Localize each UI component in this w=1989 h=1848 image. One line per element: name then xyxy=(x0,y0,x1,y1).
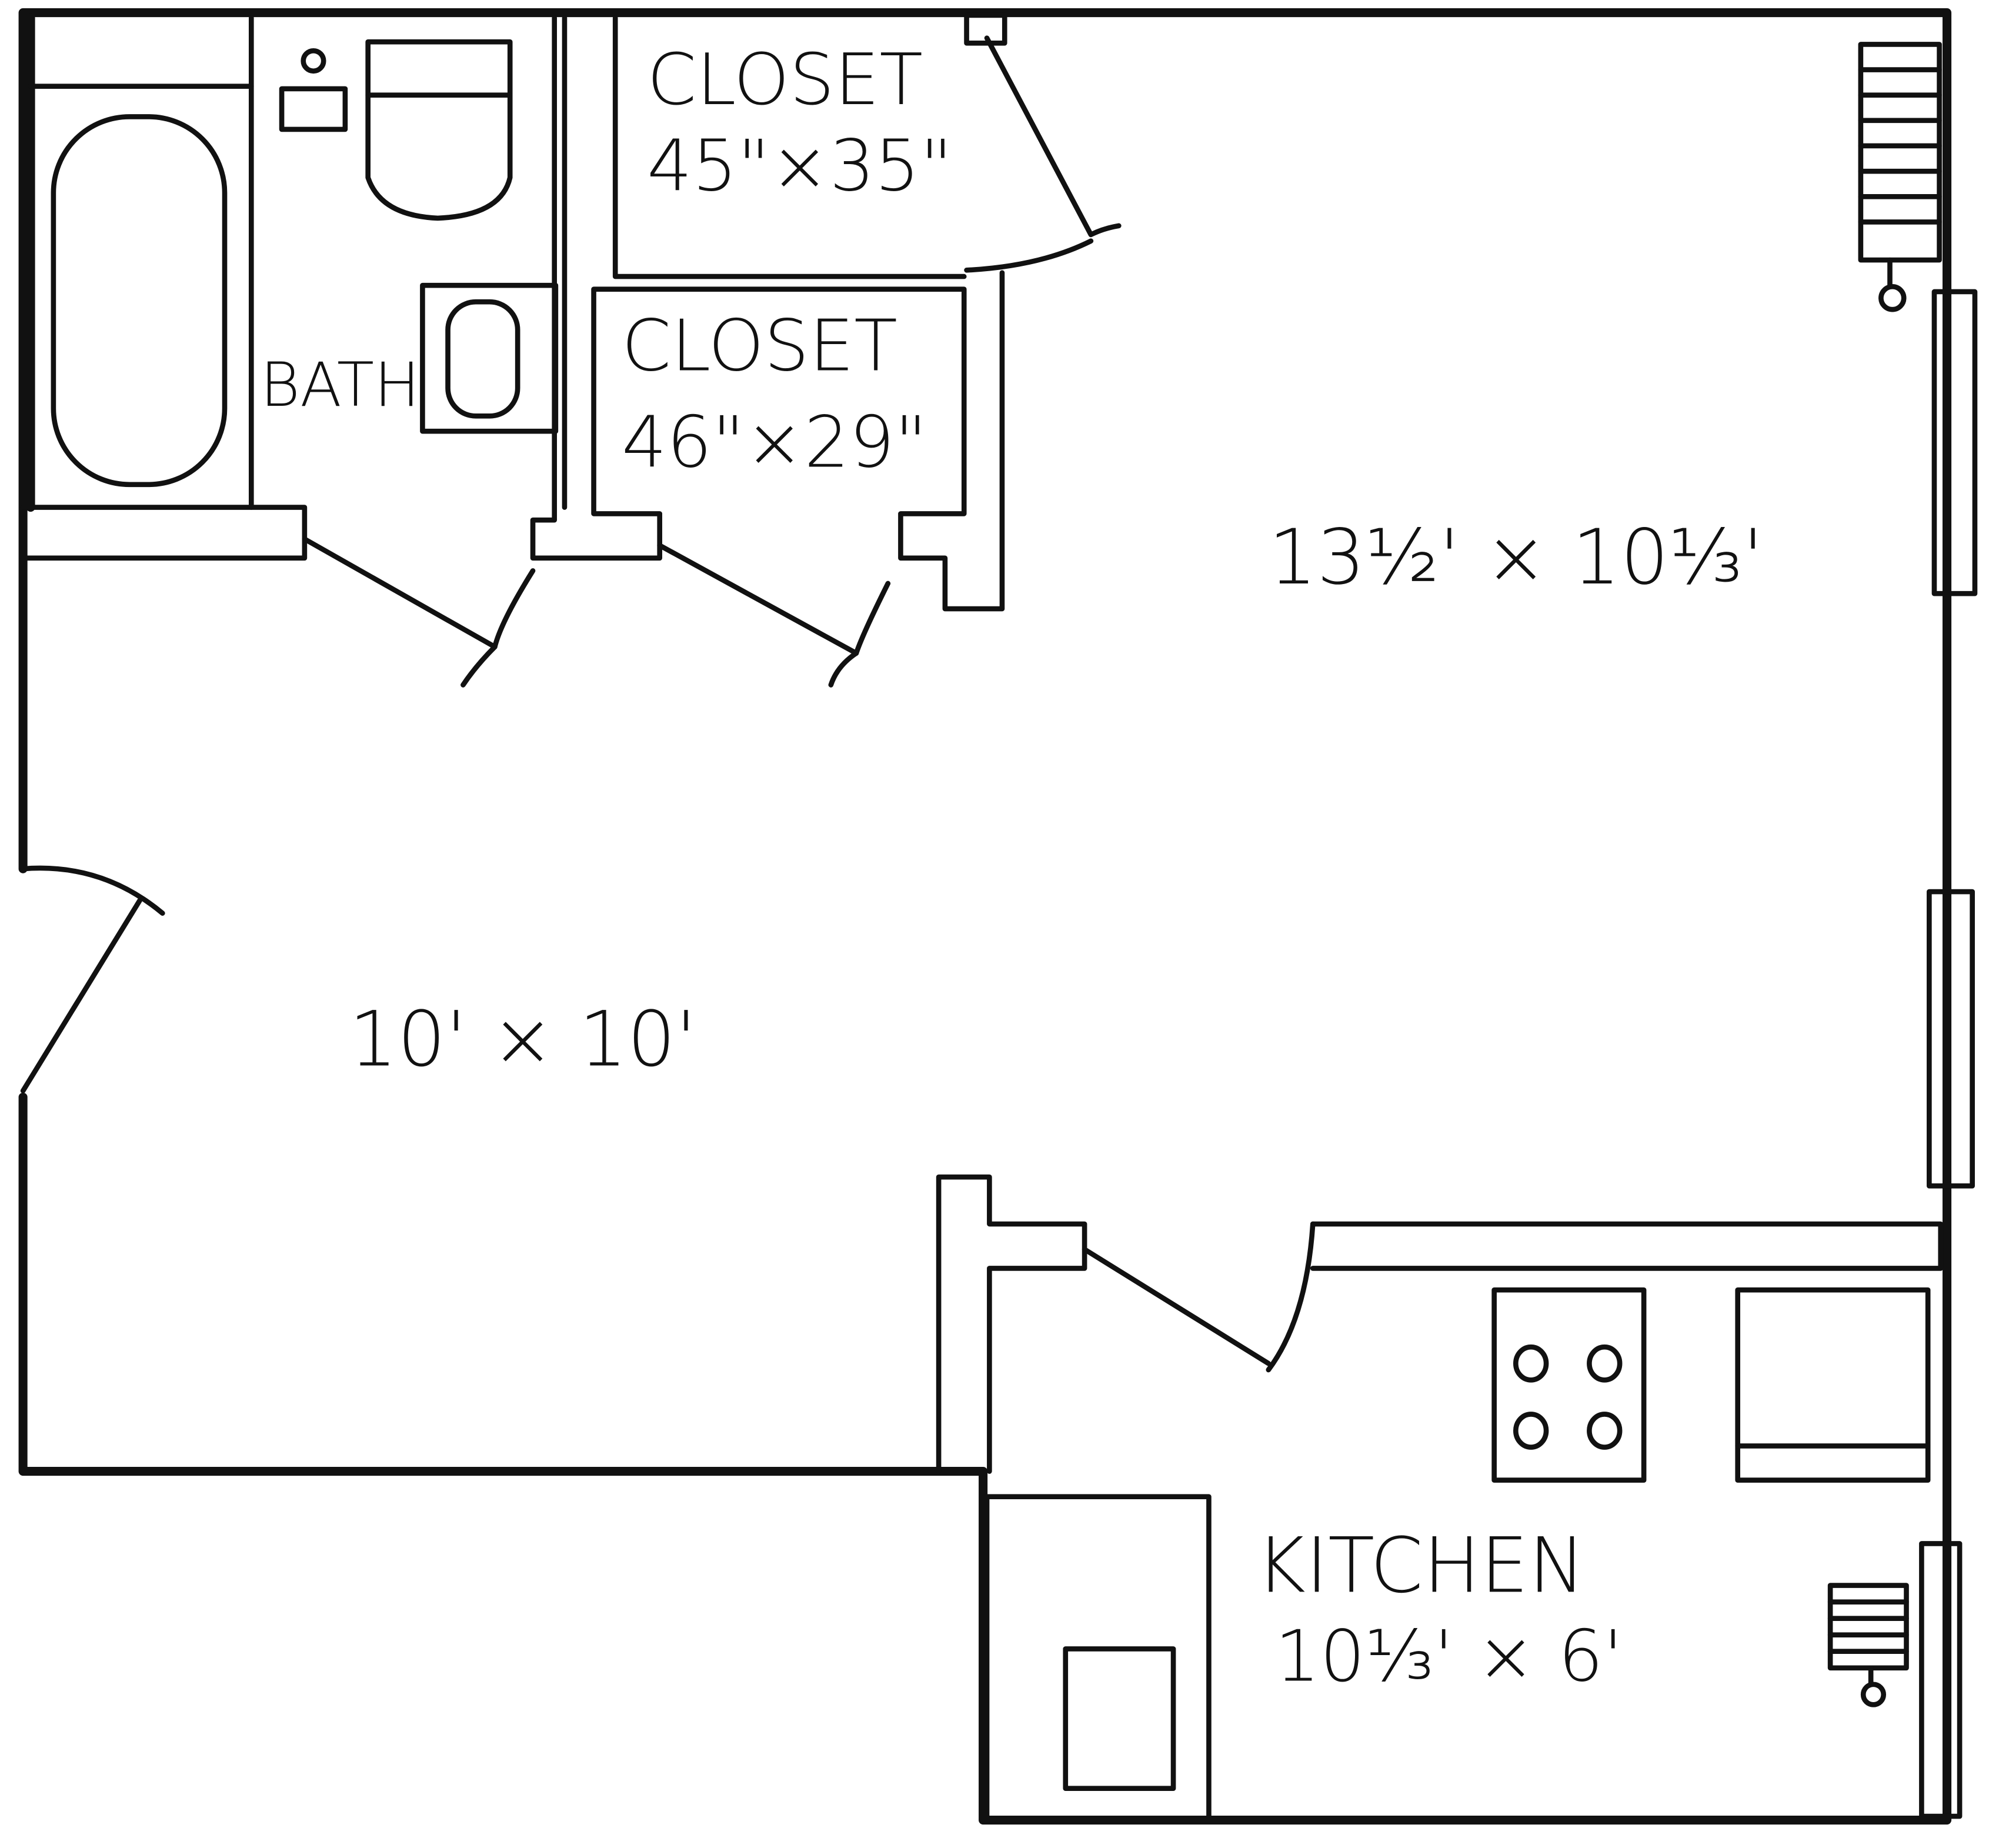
bath-wall xyxy=(20,505,308,561)
living-size: 13½' × 10⅓' xyxy=(1269,513,1764,602)
entry-size: 10' × 10' xyxy=(349,995,696,1083)
radiator xyxy=(1827,1583,1909,1707)
closet-door xyxy=(492,568,536,650)
radiator xyxy=(1858,42,1942,312)
refrigerator xyxy=(1735,1287,1931,1483)
kitchen-wall xyxy=(936,1174,1087,1474)
entry-door xyxy=(20,865,165,1093)
toilet xyxy=(279,39,513,221)
stove xyxy=(1491,1287,1647,1483)
sink xyxy=(420,282,559,434)
partition-wall xyxy=(530,15,1005,612)
bath-label: BATH xyxy=(260,350,420,421)
window xyxy=(1919,1541,1963,1819)
door-stop xyxy=(964,12,1007,46)
partition-wall xyxy=(562,15,967,510)
closet-door xyxy=(853,581,891,656)
closet-2-label: CLOSET xyxy=(622,305,897,388)
outer-walls xyxy=(18,8,1952,1825)
closet-door xyxy=(964,35,1122,273)
bath-door xyxy=(302,536,498,688)
closet-1-size: 45"×35" xyxy=(647,125,953,207)
closet-1-label: CLOSET xyxy=(647,39,923,121)
closet-2-size: 46"×29" xyxy=(622,402,927,484)
window xyxy=(1927,889,1975,1189)
kitchen-counter xyxy=(1310,1221,1944,1271)
window xyxy=(1931,289,1978,596)
bathtub xyxy=(28,15,254,510)
kitchen-cabinet xyxy=(984,1494,1212,1823)
kitchen-label: KITCHEN xyxy=(1256,1521,1586,1610)
closet-door xyxy=(657,542,859,688)
kitchen-door xyxy=(1082,1221,1316,1373)
kitchen-size: 10⅓' × 6' xyxy=(1275,1615,1623,1697)
